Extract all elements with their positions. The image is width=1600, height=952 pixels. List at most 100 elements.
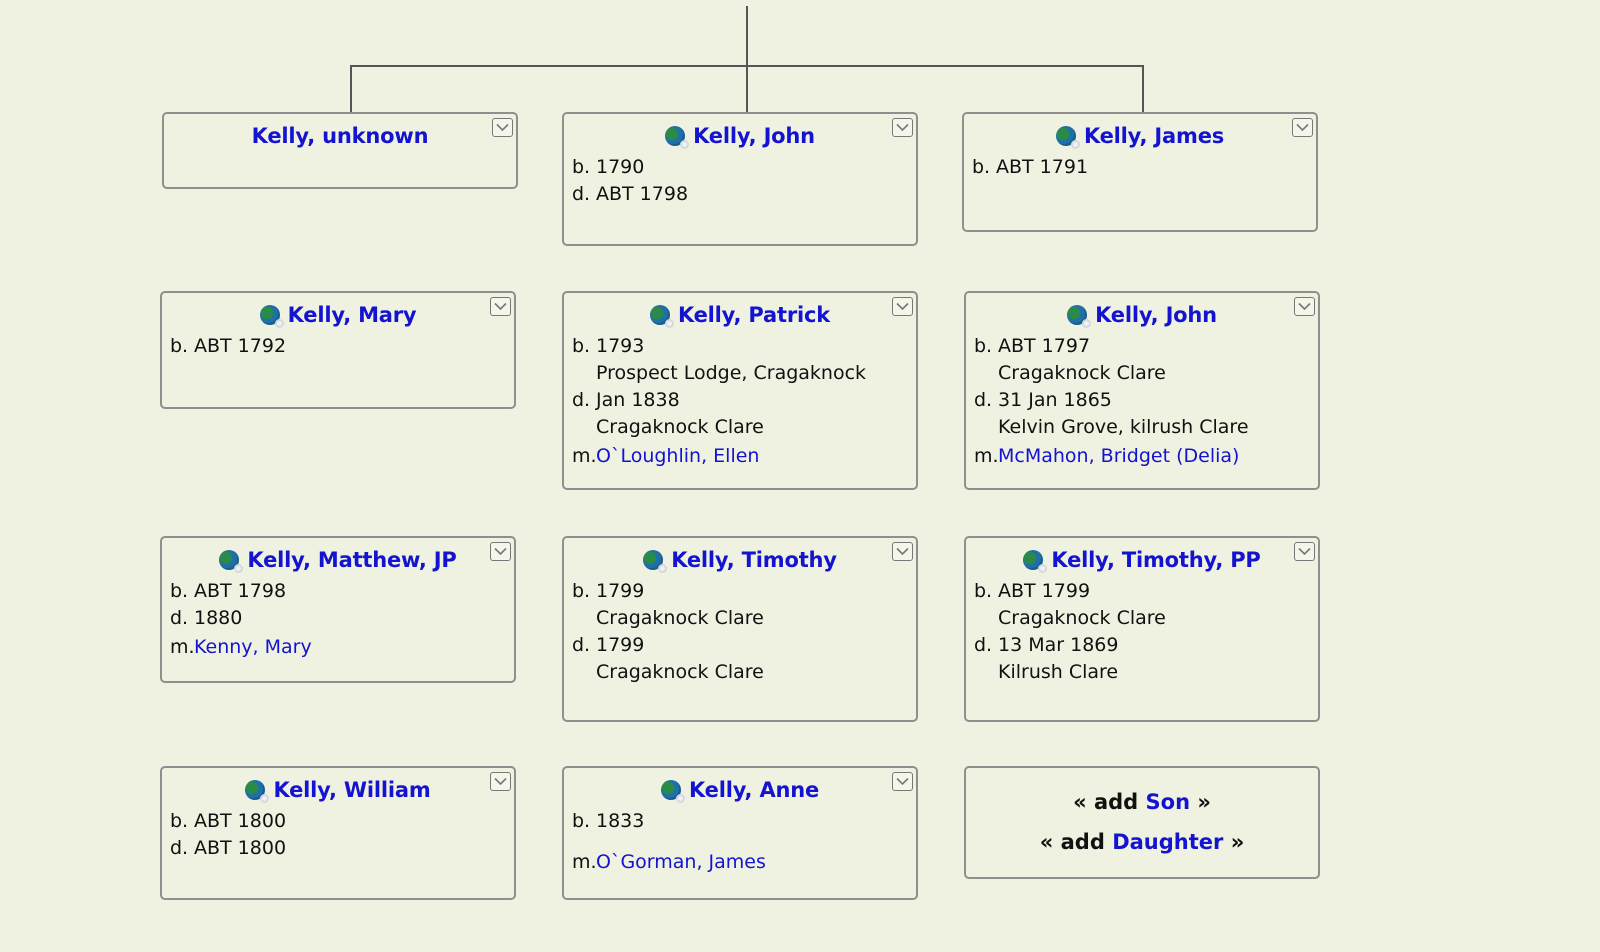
person-name-link[interactable]: Kelly, William bbox=[273, 778, 431, 802]
birth-fact: b.ABT 1799 bbox=[974, 578, 1318, 605]
fact-label: b. bbox=[170, 335, 189, 357]
birth-fact: b.1793 bbox=[572, 333, 916, 360]
death-fact: d.1799 bbox=[572, 632, 916, 659]
person-name-link[interactable]: Kelly, unknown bbox=[251, 124, 429, 148]
fact-label: b. bbox=[572, 335, 591, 357]
death-fact: d.13 Mar 1869 bbox=[974, 632, 1318, 659]
dropdown-toggle-icon[interactable] bbox=[1294, 542, 1315, 561]
person-facts: b.1833 m.O`Gorman, James bbox=[564, 804, 916, 876]
dropdown-toggle-icon[interactable] bbox=[492, 118, 513, 137]
spouse-link[interactable]: McMahon, Bridget (Delia) bbox=[998, 445, 1240, 467]
fact-place: Cragaknock Clare bbox=[596, 607, 764, 629]
connector-drop-right bbox=[1142, 65, 1144, 112]
person-card[interactable]: Kelly, James b.ABT 1791 bbox=[962, 112, 1318, 232]
fact-label: m. bbox=[974, 445, 999, 467]
fact-label: b. bbox=[972, 156, 991, 178]
person-card[interactable]: Kelly, Mary b.ABT 1792 bbox=[160, 291, 516, 409]
person-facts bbox=[164, 150, 516, 154]
globe-icon bbox=[665, 126, 690, 149]
fact-date: 13 Mar 1869 bbox=[998, 634, 1119, 656]
person-name-row: Kelly, James bbox=[964, 124, 1316, 150]
fact-label: d. bbox=[974, 634, 993, 656]
person-name-link[interactable]: Kelly, John bbox=[1095, 303, 1217, 327]
person-name-link[interactable]: Kelly, Timothy bbox=[671, 548, 837, 572]
left-double-arrow: « bbox=[1073, 790, 1087, 814]
fact-date: Jan 1838 bbox=[596, 389, 680, 411]
dropdown-toggle-icon[interactable] bbox=[892, 542, 913, 561]
person-name-row: Kelly, Matthew, JP bbox=[162, 548, 514, 574]
fact-date: ABT 1798 bbox=[194, 580, 287, 602]
fact-label: d. bbox=[572, 389, 591, 411]
fact-date: ABT 1791 bbox=[996, 156, 1089, 178]
person-card[interactable]: Kelly, Anne b.1833 m.O`Gorman, James bbox=[562, 766, 918, 900]
fact-label: b. bbox=[572, 156, 591, 178]
death-fact: d.ABT 1798 bbox=[572, 181, 916, 208]
fact-label: d. bbox=[974, 389, 993, 411]
add-word: add bbox=[1093, 790, 1139, 814]
person-name-link[interactable]: Kelly, John bbox=[693, 124, 815, 148]
globe-icon bbox=[1067, 305, 1092, 328]
spouse-link[interactable]: O`Loughlin, Ellen bbox=[596, 445, 760, 467]
death-fact: d.1880 bbox=[170, 605, 514, 632]
dropdown-toggle-icon[interactable] bbox=[892, 297, 913, 316]
dropdown-toggle-icon[interactable] bbox=[490, 542, 511, 561]
birth-fact: b.ABT 1792 bbox=[170, 333, 514, 360]
death-fact: d.ABT 1800 bbox=[170, 835, 514, 862]
person-name-row: Kelly, Timothy bbox=[564, 548, 916, 574]
add-child-box: « add Son » « add Daughter » bbox=[964, 766, 1320, 879]
fact-label: b. bbox=[170, 580, 189, 602]
dropdown-toggle-icon[interactable] bbox=[892, 118, 913, 137]
fact-date: ABT 1792 bbox=[194, 335, 287, 357]
birth-fact: b.ABT 1798 bbox=[170, 578, 514, 605]
person-name-link[interactable]: Kelly, James bbox=[1083, 124, 1225, 148]
dropdown-toggle-icon[interactable] bbox=[490, 297, 511, 316]
add-daughter-link[interactable]: Daughter bbox=[1112, 830, 1224, 854]
fact-date: ABT 1797 bbox=[998, 335, 1091, 357]
connector-horizontal bbox=[350, 65, 1144, 67]
fact-place: Kelvin Grove, kilrush Clare bbox=[998, 416, 1249, 438]
birth-fact: b.1833 bbox=[572, 808, 916, 835]
person-name-link[interactable]: Kelly, Timothy, PP bbox=[1051, 548, 1261, 572]
spouse-fact: m.O`Loughlin, Ellen bbox=[572, 443, 916, 470]
left-double-arrow: « bbox=[1039, 830, 1054, 854]
fact-label: d. bbox=[572, 634, 591, 656]
dropdown-toggle-icon[interactable] bbox=[1292, 118, 1313, 137]
person-name-link[interactable]: Kelly, Patrick bbox=[677, 303, 831, 327]
globe-icon bbox=[1023, 550, 1048, 573]
person-name-link[interactable]: Kelly, Matthew, JP bbox=[247, 548, 457, 572]
right-double-arrow: » bbox=[1230, 830, 1245, 854]
person-facts: b.ABT 1792 bbox=[162, 329, 514, 360]
spouse-fact: m.O`Gorman, James bbox=[572, 849, 916, 876]
person-name-row: Kelly, unknown bbox=[164, 124, 516, 150]
add-daughter-row: « add Daughter » bbox=[966, 822, 1318, 862]
spouse-link[interactable]: O`Gorman, James bbox=[596, 851, 766, 873]
dropdown-toggle-icon[interactable] bbox=[1294, 297, 1315, 316]
fact-label: b. bbox=[572, 580, 591, 602]
fact-date: 1799 bbox=[596, 634, 645, 656]
person-name-row: Kelly, John bbox=[966, 303, 1318, 329]
fact-label: d. bbox=[170, 607, 189, 629]
person-name-row: Kelly, John bbox=[564, 124, 916, 150]
birth-fact: b.ABT 1791 bbox=[972, 154, 1316, 181]
dropdown-toggle-icon[interactable] bbox=[490, 772, 511, 791]
add-son-link[interactable]: Son bbox=[1145, 790, 1191, 814]
person-name-link[interactable]: Kelly, Mary bbox=[287, 303, 417, 327]
person-card[interactable]: Kelly, unknown bbox=[162, 112, 518, 189]
globe-icon bbox=[643, 550, 668, 573]
birth-fact: b.ABT 1800 bbox=[170, 808, 514, 835]
person-name-link[interactable]: Kelly, Anne bbox=[688, 778, 820, 802]
spouse-link[interactable]: Kenny, Mary bbox=[194, 636, 312, 658]
dropdown-toggle-icon[interactable] bbox=[892, 772, 913, 791]
birth-fact: b.1799 bbox=[572, 578, 916, 605]
